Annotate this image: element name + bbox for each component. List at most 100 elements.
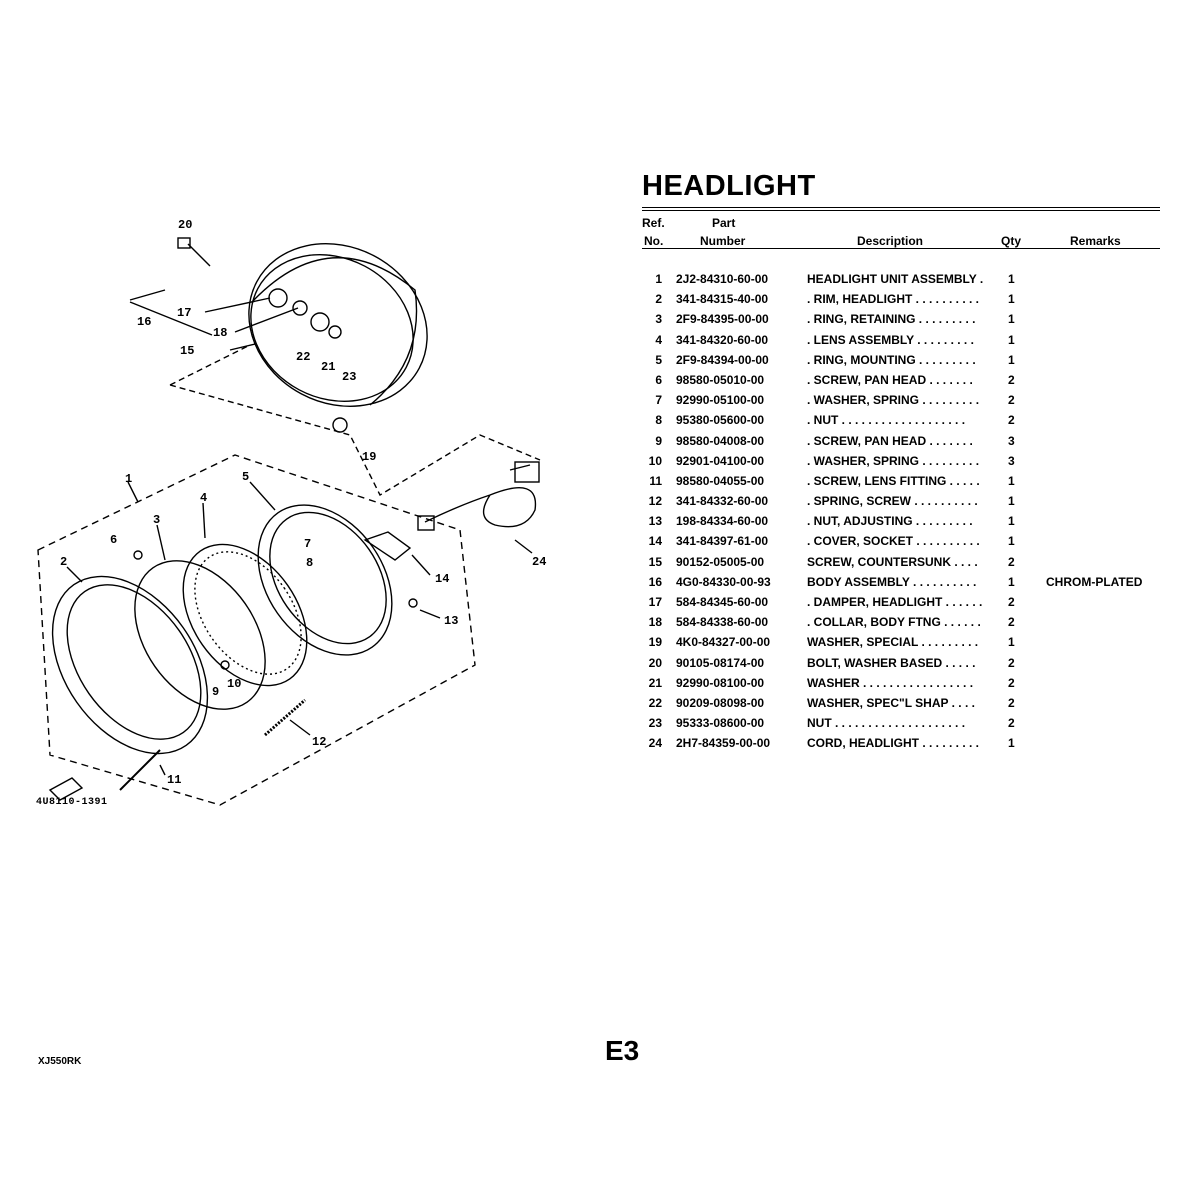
damper-shape [268, 288, 288, 308]
ref-cell: 9 [655, 433, 662, 448]
description-cell: . RING, RETAINING . . . . . . . . . [807, 312, 976, 327]
description-cell: WASHER, SPECIAL . . . . . . . . . [807, 635, 979, 650]
ref-cell: 23 [648, 716, 662, 731]
qty-cell: 1 [1008, 473, 1015, 488]
description-cell: . COVER, SOCKET . . . . . . . . . . [807, 534, 980, 549]
description-cell: . RIM, HEADLIGHT . . . . . . . . . . [807, 292, 980, 307]
cord-shape [424, 464, 537, 528]
model-code: XJ550RK [38, 1056, 82, 1067]
callout-19: 19 [362, 450, 376, 464]
part-number-cell: 584-84345-60-00 [676, 595, 769, 609]
description-cell: SCREW, COUNTERSUNK . . . . [807, 554, 978, 569]
socket-cover-shape [363, 531, 412, 561]
title-rule-2 [642, 210, 1160, 211]
fitting-shape [48, 777, 84, 801]
qty-cell: 2 [1008, 595, 1015, 609]
spring-shape [264, 698, 306, 737]
part-number-cell: 90105-08174-00 [676, 655, 765, 670]
retaining-ring-shape [134, 560, 266, 710]
qty-cell: 2 [1008, 413, 1015, 428]
qty-cell: 2 [1008, 393, 1015, 408]
rim-shape [51, 575, 209, 755]
part-number-cell: 2F9-84394-00-00 [676, 352, 769, 367]
qty-cell: 1 [1008, 736, 1015, 751]
unit-dashed-box [37, 454, 476, 806]
callout-9: 9 [212, 685, 219, 699]
ref-cell: 2 [655, 292, 662, 307]
ref-cell: 18 [648, 615, 662, 630]
callout-20: 20 [178, 218, 192, 232]
lens-screw-shape [119, 749, 161, 791]
part-number-cell: 92990-08100-00 [676, 675, 765, 690]
header-part-line1: Part [712, 216, 736, 230]
cord-connector [417, 515, 435, 531]
ref-cell: 12 [648, 494, 662, 509]
leader-line [127, 481, 139, 503]
leader-line [411, 554, 431, 576]
description-cell: . SCREW, LENS FITTING . . . . . [807, 473, 980, 488]
part-number-cell: 341-84332-60-00 [676, 494, 769, 509]
callout-23: 23 [342, 370, 356, 384]
ref-cell: 24 [648, 736, 662, 751]
bolt-head-shape [177, 237, 191, 249]
qty-cell: 2 [1008, 615, 1015, 630]
dashed-guide [169, 344, 541, 496]
part-number-cell: 341-84397-61-00 [676, 534, 769, 549]
callout-16: 16 [137, 315, 151, 329]
ref-cell: 20 [648, 655, 662, 670]
ref-cell: 16 [648, 574, 662, 589]
diagram-code: 4U8110-1391 [36, 797, 108, 808]
leader-line [229, 343, 256, 351]
description-cell: NUT . . . . . . . . . . . . . . . . . . … [807, 716, 966, 731]
leader-line [202, 502, 206, 539]
qty-cell: 3 [1008, 453, 1015, 468]
ref-cell: 10 [648, 453, 662, 468]
screw-shape [133, 550, 143, 560]
header-qty: Qty [1001, 234, 1022, 248]
callout-24: 24 [532, 555, 546, 569]
description-cell: . COLLAR, BODY FTNG . . . . . . [807, 615, 981, 630]
qty-cell: 1 [1008, 635, 1015, 650]
qty-cell: 1 [1008, 312, 1015, 327]
ref-cell: 5 [655, 352, 662, 367]
part-number-cell: 90209-08098-00 [676, 695, 765, 710]
description-cell: WASHER, SPEC"L SHAP . . . . [807, 695, 975, 710]
part-number-cell: 341-84315-40-00 [676, 292, 769, 307]
description-cell: . LENS ASSEMBLY . . . . . . . . . [807, 332, 974, 347]
part-number-cell: 98580-05010-00 [676, 372, 765, 387]
ref-cell: 4 [655, 332, 662, 347]
remarks-cell: CHROM-PLATED [1046, 574, 1143, 589]
description-cell: HEADLIGHT UNIT ASSEMBLY . [807, 272, 984, 286]
leader-line [156, 524, 166, 561]
leader-line [249, 481, 276, 511]
qty-cell: 3 [1008, 433, 1015, 448]
header-ref-line1: Ref. [642, 216, 665, 230]
part-number-cell: 95380-05600-00 [676, 413, 765, 428]
description-cell: . SCREW, PAN HEAD . . . . . . . [807, 372, 973, 387]
header-description: Description [857, 234, 924, 248]
ref-cell: 13 [648, 514, 662, 529]
callout-8: 8 [306, 556, 313, 570]
qty-cell: 2 [1008, 675, 1015, 690]
callout-18: 18 [213, 326, 227, 340]
ref-cell: 14 [648, 534, 662, 549]
title-rule [642, 207, 1160, 208]
exploded-diagram: 20 17 16 18 15 22 21 23 19 1 3 4 5 6 2 7… [37, 218, 546, 806]
collar-shape [292, 300, 308, 316]
mounting-ring-shape [257, 504, 393, 656]
description-cell: WASHER . . . . . . . . . . . . . . . . . [807, 675, 974, 690]
qty-cell: 1 [1008, 332, 1015, 347]
